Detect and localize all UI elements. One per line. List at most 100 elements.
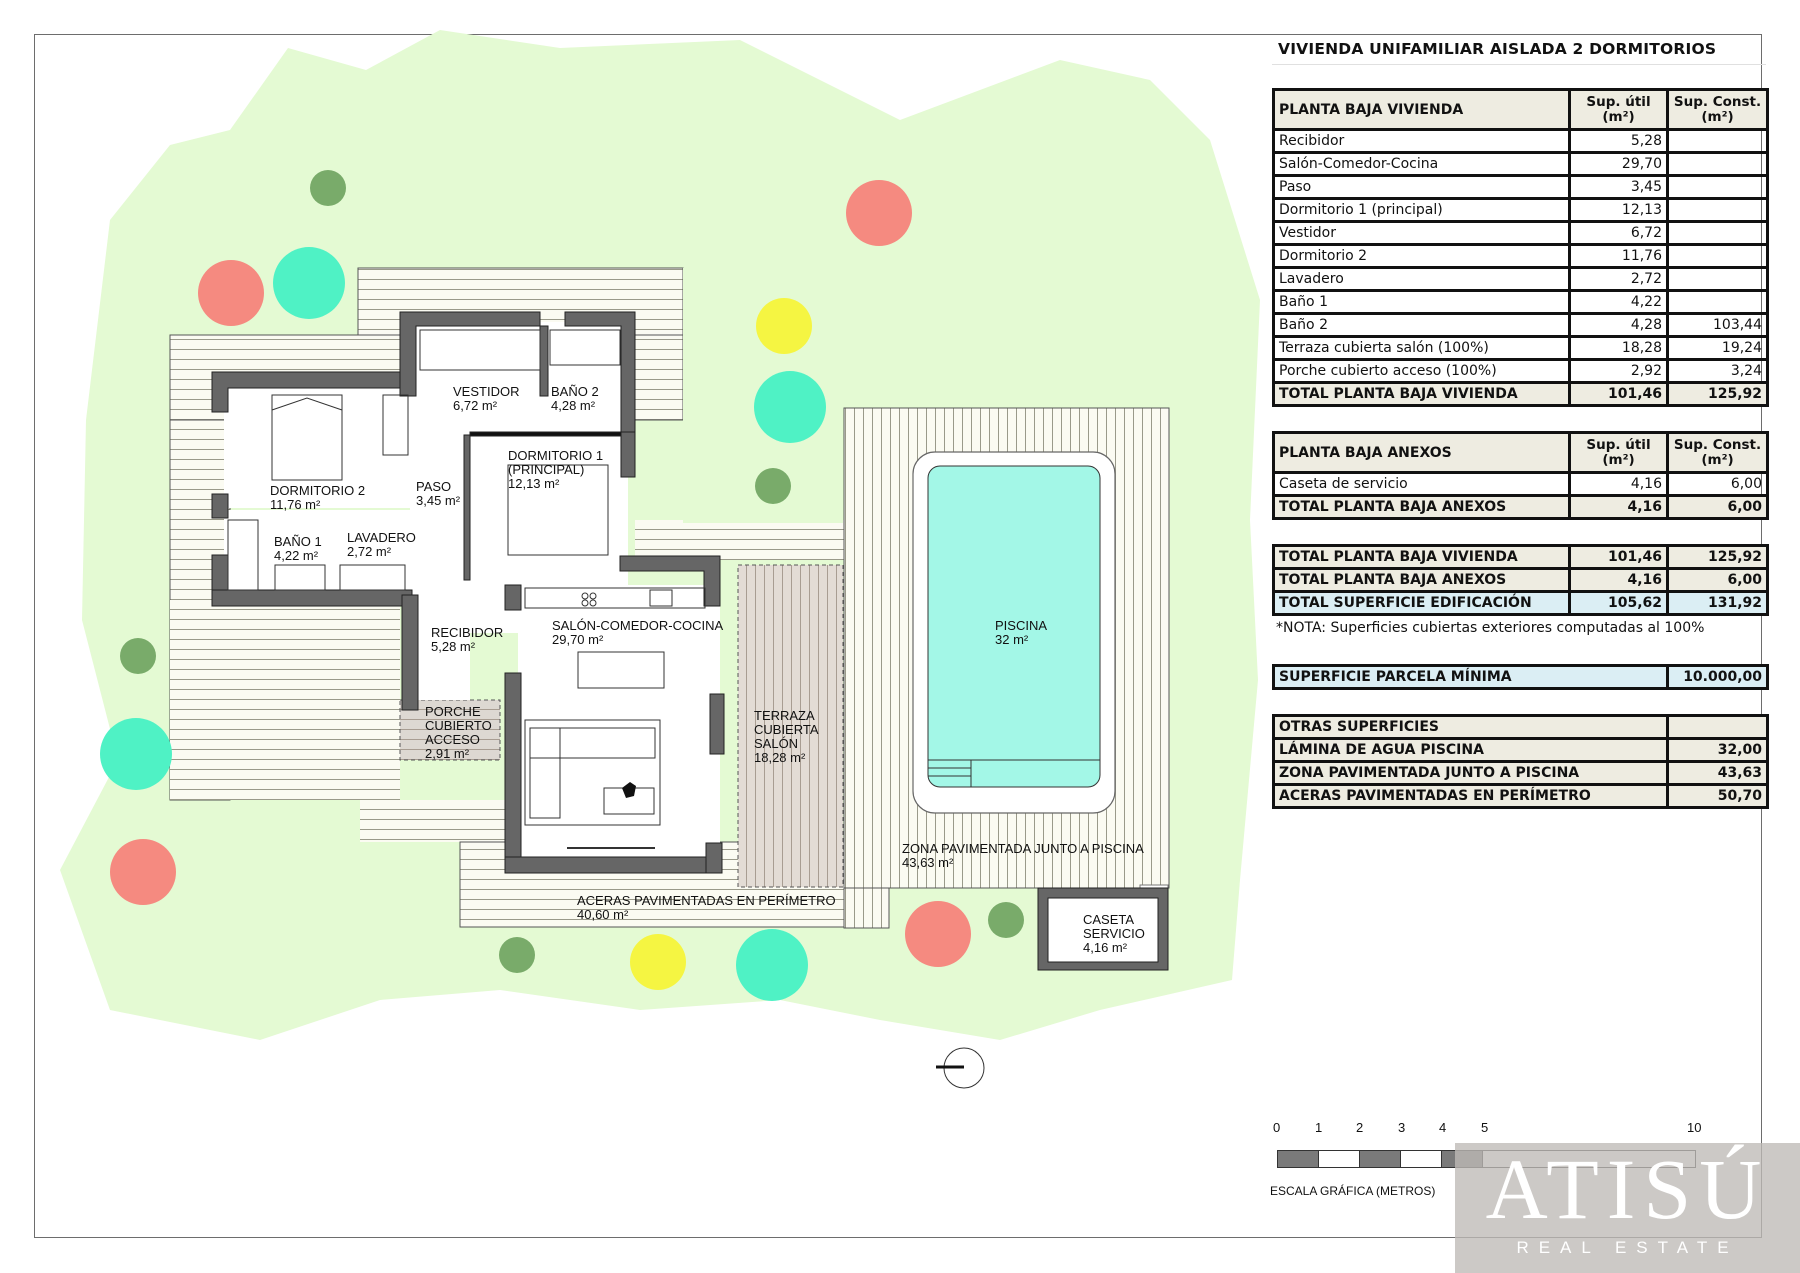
- caseta-interior: [1047, 897, 1159, 963]
- label-porche: PORCHE: [425, 704, 481, 719]
- table-otras: OTRAS SUPERFICIES LÁMINA DE AGUA PISCINA…: [1271, 714, 1770, 809]
- table-header: PLANTA BAJA VIVIENDA Sup. útil(m²) Sup. …: [1272, 88, 1769, 131]
- scale-tick: 3: [1398, 1120, 1406, 1135]
- covered-terrace: [737, 564, 844, 888]
- table-header: OTRAS SUPERFICIES: [1271, 714, 1770, 740]
- tree-green-icon: [755, 468, 791, 504]
- watermark-sub: REAL ESTATE: [1516, 1238, 1739, 1257]
- house-floor: [224, 322, 720, 865]
- area-vestidor: 6,72 m²: [453, 398, 498, 413]
- plant-pot-icon: [622, 782, 636, 798]
- area-salon: 29,70 m²: [552, 632, 604, 647]
- area-piscina: 32 m²: [995, 632, 1029, 647]
- scale-tick: 10: [1687, 1120, 1702, 1135]
- area-recibidor: 5,28 m²: [431, 639, 476, 654]
- tree-green-icon: [988, 902, 1024, 938]
- drawing-frame: [34, 34, 1762, 1238]
- table-row: Dormitorio 1 (principal)12,13: [1272, 197, 1769, 223]
- watermark-brand: ATISÚ: [1485, 1141, 1770, 1237]
- label-paso: PASO: [416, 479, 451, 494]
- tree-red-icon: [110, 839, 176, 905]
- label-caseta: CASETA: [1083, 912, 1134, 927]
- scale-tick: 4: [1439, 1120, 1447, 1135]
- table-header: PLANTA BAJA ANEXOS Sup. útil(m²) Sup. Co…: [1272, 431, 1769, 474]
- trees: [100, 170, 1024, 1001]
- label-lavadero: LAVADERO: [347, 530, 416, 545]
- tree-teal-icon: [754, 371, 826, 443]
- table-anexos: PLANTA BAJA ANEXOS Sup. útil(m²) Sup. Co…: [1272, 431, 1769, 520]
- tree-teal-icon: [100, 718, 172, 790]
- label-bano2: BAÑO 2: [551, 384, 599, 399]
- tree-teal-icon: [736, 929, 808, 1001]
- label-dormitorio1: DORMITORIO 1: [508, 448, 603, 463]
- label-piscina: PISCINA: [995, 618, 1047, 633]
- tree-red-icon: [846, 180, 912, 246]
- label-terraza: TERRAZA: [754, 708, 815, 723]
- header-label: PLANTA BAJA VIVIENDA: [1272, 88, 1571, 131]
- scale-tick: 5: [1481, 1120, 1489, 1135]
- table-note: *NOTA: Superficies cubiertas exteriores …: [1276, 620, 1705, 636]
- scale-caption: ESCALA GRÁFICA (METROS): [1270, 1184, 1436, 1198]
- tree-green-icon: [499, 937, 535, 973]
- area-caseta: 4,16 m²: [1083, 940, 1128, 955]
- watermark-logo: ATISÚ REAL ESTATE: [1455, 1143, 1800, 1273]
- area-porche: 2,91 m²: [425, 746, 470, 761]
- area-table: VIVIENDA UNIFAMILIAR AISLADA 2 DORMITORI…: [1271, 34, 1770, 809]
- area-aceras: 40,60 m²: [577, 907, 629, 922]
- area-paso: 3,45 m²: [416, 493, 461, 508]
- area-lavadero: 2,72 m²: [347, 544, 392, 559]
- label-dormitorio2: DORMITORIO 2: [270, 483, 365, 498]
- label-recibidor: RECIBIDOR: [431, 625, 503, 640]
- area-bano1: 4,22 m²: [274, 548, 319, 563]
- label-vestidor: VESTIDOR: [453, 384, 519, 399]
- area-dormitorio2: 11,76 m²: [270, 497, 321, 512]
- pool-steps: [928, 759, 1100, 787]
- area-terraza: 18,28 m²: [754, 750, 806, 765]
- label-aceras: ACERAS PAVIMENTADAS EN PERÍMETRO: [577, 893, 836, 908]
- label-salon: SALÓN-COMEDOR-COCINA: [552, 618, 724, 633]
- tree-red-icon: [198, 260, 264, 326]
- label-bano1: BAÑO 1: [274, 534, 322, 549]
- label-porche-3: ACCESO: [425, 732, 480, 747]
- pool-water: [927, 465, 1101, 788]
- scale-tick: 0: [1273, 1120, 1281, 1135]
- tree-green-icon: [120, 638, 156, 674]
- header-util: Sup. útil(m²): [1568, 88, 1669, 131]
- area-bano2: 4,28 m²: [551, 398, 596, 413]
- label-dormitorio1-sub: (PRINCIPAL): [508, 462, 584, 477]
- area-zona-pavimentada: 43,63 m²: [902, 855, 954, 870]
- tree-teal-icon: [273, 247, 345, 319]
- label-porche-2: CUBIERTO: [425, 718, 492, 733]
- document-title: VIVIENDA UNIFAMILIAR AISLADA 2 DORMITORI…: [1272, 34, 1766, 65]
- label-terraza-2: CUBIERTA: [754, 722, 819, 737]
- tree-yellow-icon: [630, 934, 686, 990]
- scale-tick: 1: [1315, 1120, 1323, 1135]
- compass-north-icon: [936, 1047, 985, 1089]
- label-zona-pavimentada: ZONA PAVIMENTADA JUNTO A PISCINA: [902, 841, 1144, 856]
- tree-yellow-icon: [756, 298, 812, 354]
- label-terraza-3: SALÓN: [754, 736, 798, 751]
- label-caseta-2: SERVICIO: [1083, 926, 1145, 941]
- header-const: Sup. Const.(m²): [1666, 88, 1769, 131]
